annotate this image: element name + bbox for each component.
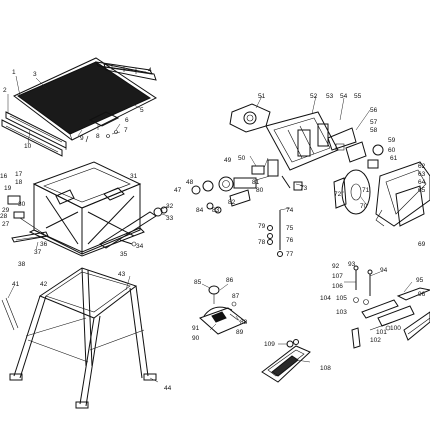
part-label: 58 — [370, 127, 378, 134]
part-label: 76 — [286, 237, 294, 244]
part-label: 2 — [3, 87, 7, 94]
part-label: 1 — [12, 69, 16, 76]
part-label: 83 — [212, 207, 220, 214]
part-label: 94 — [380, 267, 388, 274]
leg-stand-assembly — [1, 267, 157, 409]
part-label: 51 — [258, 93, 266, 100]
part-label: 9 — [80, 135, 84, 142]
cabinet-stand-assembly — [7, 161, 168, 257]
part-label: 49 — [224, 157, 232, 164]
part-label: 30 — [18, 201, 26, 208]
part-label: 8 — [96, 133, 100, 140]
part-label: 82 — [228, 199, 236, 206]
part-label: 59 — [388, 137, 396, 144]
part-label: 57 — [370, 119, 378, 126]
push-stick-assembly — [261, 339, 311, 383]
table-top-assembly — [1, 57, 157, 157]
part-label: 69 — [418, 241, 426, 248]
part-label: 73 — [300, 185, 308, 192]
part-label: 33 — [166, 215, 174, 222]
part-label: 63 — [418, 171, 426, 178]
part-label: 31 — [130, 173, 138, 180]
part-label: 78 — [258, 239, 266, 246]
part-label: 85 — [194, 279, 202, 286]
part-label: 100 — [390, 325, 401, 332]
part-label: 88 — [240, 319, 248, 326]
part-label: 96 — [418, 291, 426, 298]
part-label: 104 — [320, 295, 331, 302]
part-label: 65 — [418, 187, 426, 194]
part-label: 7 — [124, 127, 128, 134]
part-label: 4 — [148, 67, 152, 74]
part-label: 5 — [140, 107, 144, 114]
part-label: 6 — [125, 117, 129, 124]
part-label: 19 — [4, 185, 12, 192]
part-label: 74 — [286, 207, 294, 214]
part-label: 53 — [326, 93, 334, 100]
part-label: 79 — [258, 223, 266, 230]
part-label: 29 — [2, 207, 10, 214]
part-label: 10 — [24, 143, 32, 150]
part-label: 72 — [334, 191, 342, 198]
part-label: 75 — [286, 225, 294, 232]
motor-trunnion-assembly — [191, 103, 430, 257]
part-label: 60 — [388, 147, 396, 154]
part-label: 62 — [418, 163, 426, 170]
part-label: 102 — [370, 337, 381, 344]
part-label: 27 — [2, 221, 10, 228]
part-label: 35 — [120, 251, 128, 258]
part-label: 92 — [332, 263, 340, 270]
part-label: 52 — [310, 93, 318, 100]
part-label: 38 — [18, 261, 26, 268]
part-label: 103 — [336, 309, 347, 316]
part-label: 81 — [252, 179, 260, 186]
part-label: 106 — [332, 283, 343, 290]
part-label: 54 — [340, 93, 348, 100]
part-label: 28 — [0, 213, 8, 220]
part-label: 107 — [332, 273, 343, 280]
part-label: 34 — [136, 243, 144, 250]
part-label: 36 — [40, 241, 48, 248]
part-label: 48 — [186, 179, 194, 186]
rip-fence-assembly — [351, 265, 430, 349]
part-label: 61 — [390, 155, 398, 162]
part-label: 87 — [232, 293, 240, 300]
part-label: 42 — [40, 281, 48, 288]
part-label: 43 — [118, 271, 126, 278]
part-label: 18 — [15, 179, 23, 186]
part-label: 91 — [192, 325, 200, 332]
part-label: 89 — [236, 329, 244, 336]
part-label: 41 — [12, 281, 20, 288]
part-label: 84 — [196, 207, 204, 214]
part-label: 64 — [418, 179, 426, 186]
part-label: 71 — [362, 187, 370, 194]
part-label: 93 — [348, 261, 356, 268]
part-label: 37 — [34, 249, 42, 256]
part-label: 55 — [354, 93, 362, 100]
part-label: 95 — [416, 277, 424, 284]
part-label: 44 — [164, 385, 172, 392]
part-label: 70 — [360, 203, 368, 210]
part-label: 101 — [376, 329, 387, 336]
part-label: 17 — [15, 171, 23, 178]
part-label: 80 — [256, 187, 264, 194]
part-label: 109 — [264, 341, 275, 348]
part-label: 108 — [320, 365, 331, 372]
part-label: 86 — [226, 277, 234, 284]
part-label: 77 — [286, 251, 294, 258]
part-label: 47 — [174, 187, 182, 194]
part-label: 16 — [0, 173, 8, 180]
part-label: 90 — [192, 335, 200, 342]
leader-lines — [7, 71, 413, 383]
part-label: 50 — [238, 155, 246, 162]
part-number-labels: 1 2 3 4 5 6 7 8 9 10 17 18 19 16 29 28 2… — [0, 67, 426, 392]
part-label: 105 — [336, 295, 347, 302]
part-label: 3 — [33, 71, 37, 78]
part-label: 56 — [370, 107, 378, 114]
part-label: 32 — [166, 203, 174, 210]
miter-gauge-assembly — [199, 285, 247, 335]
